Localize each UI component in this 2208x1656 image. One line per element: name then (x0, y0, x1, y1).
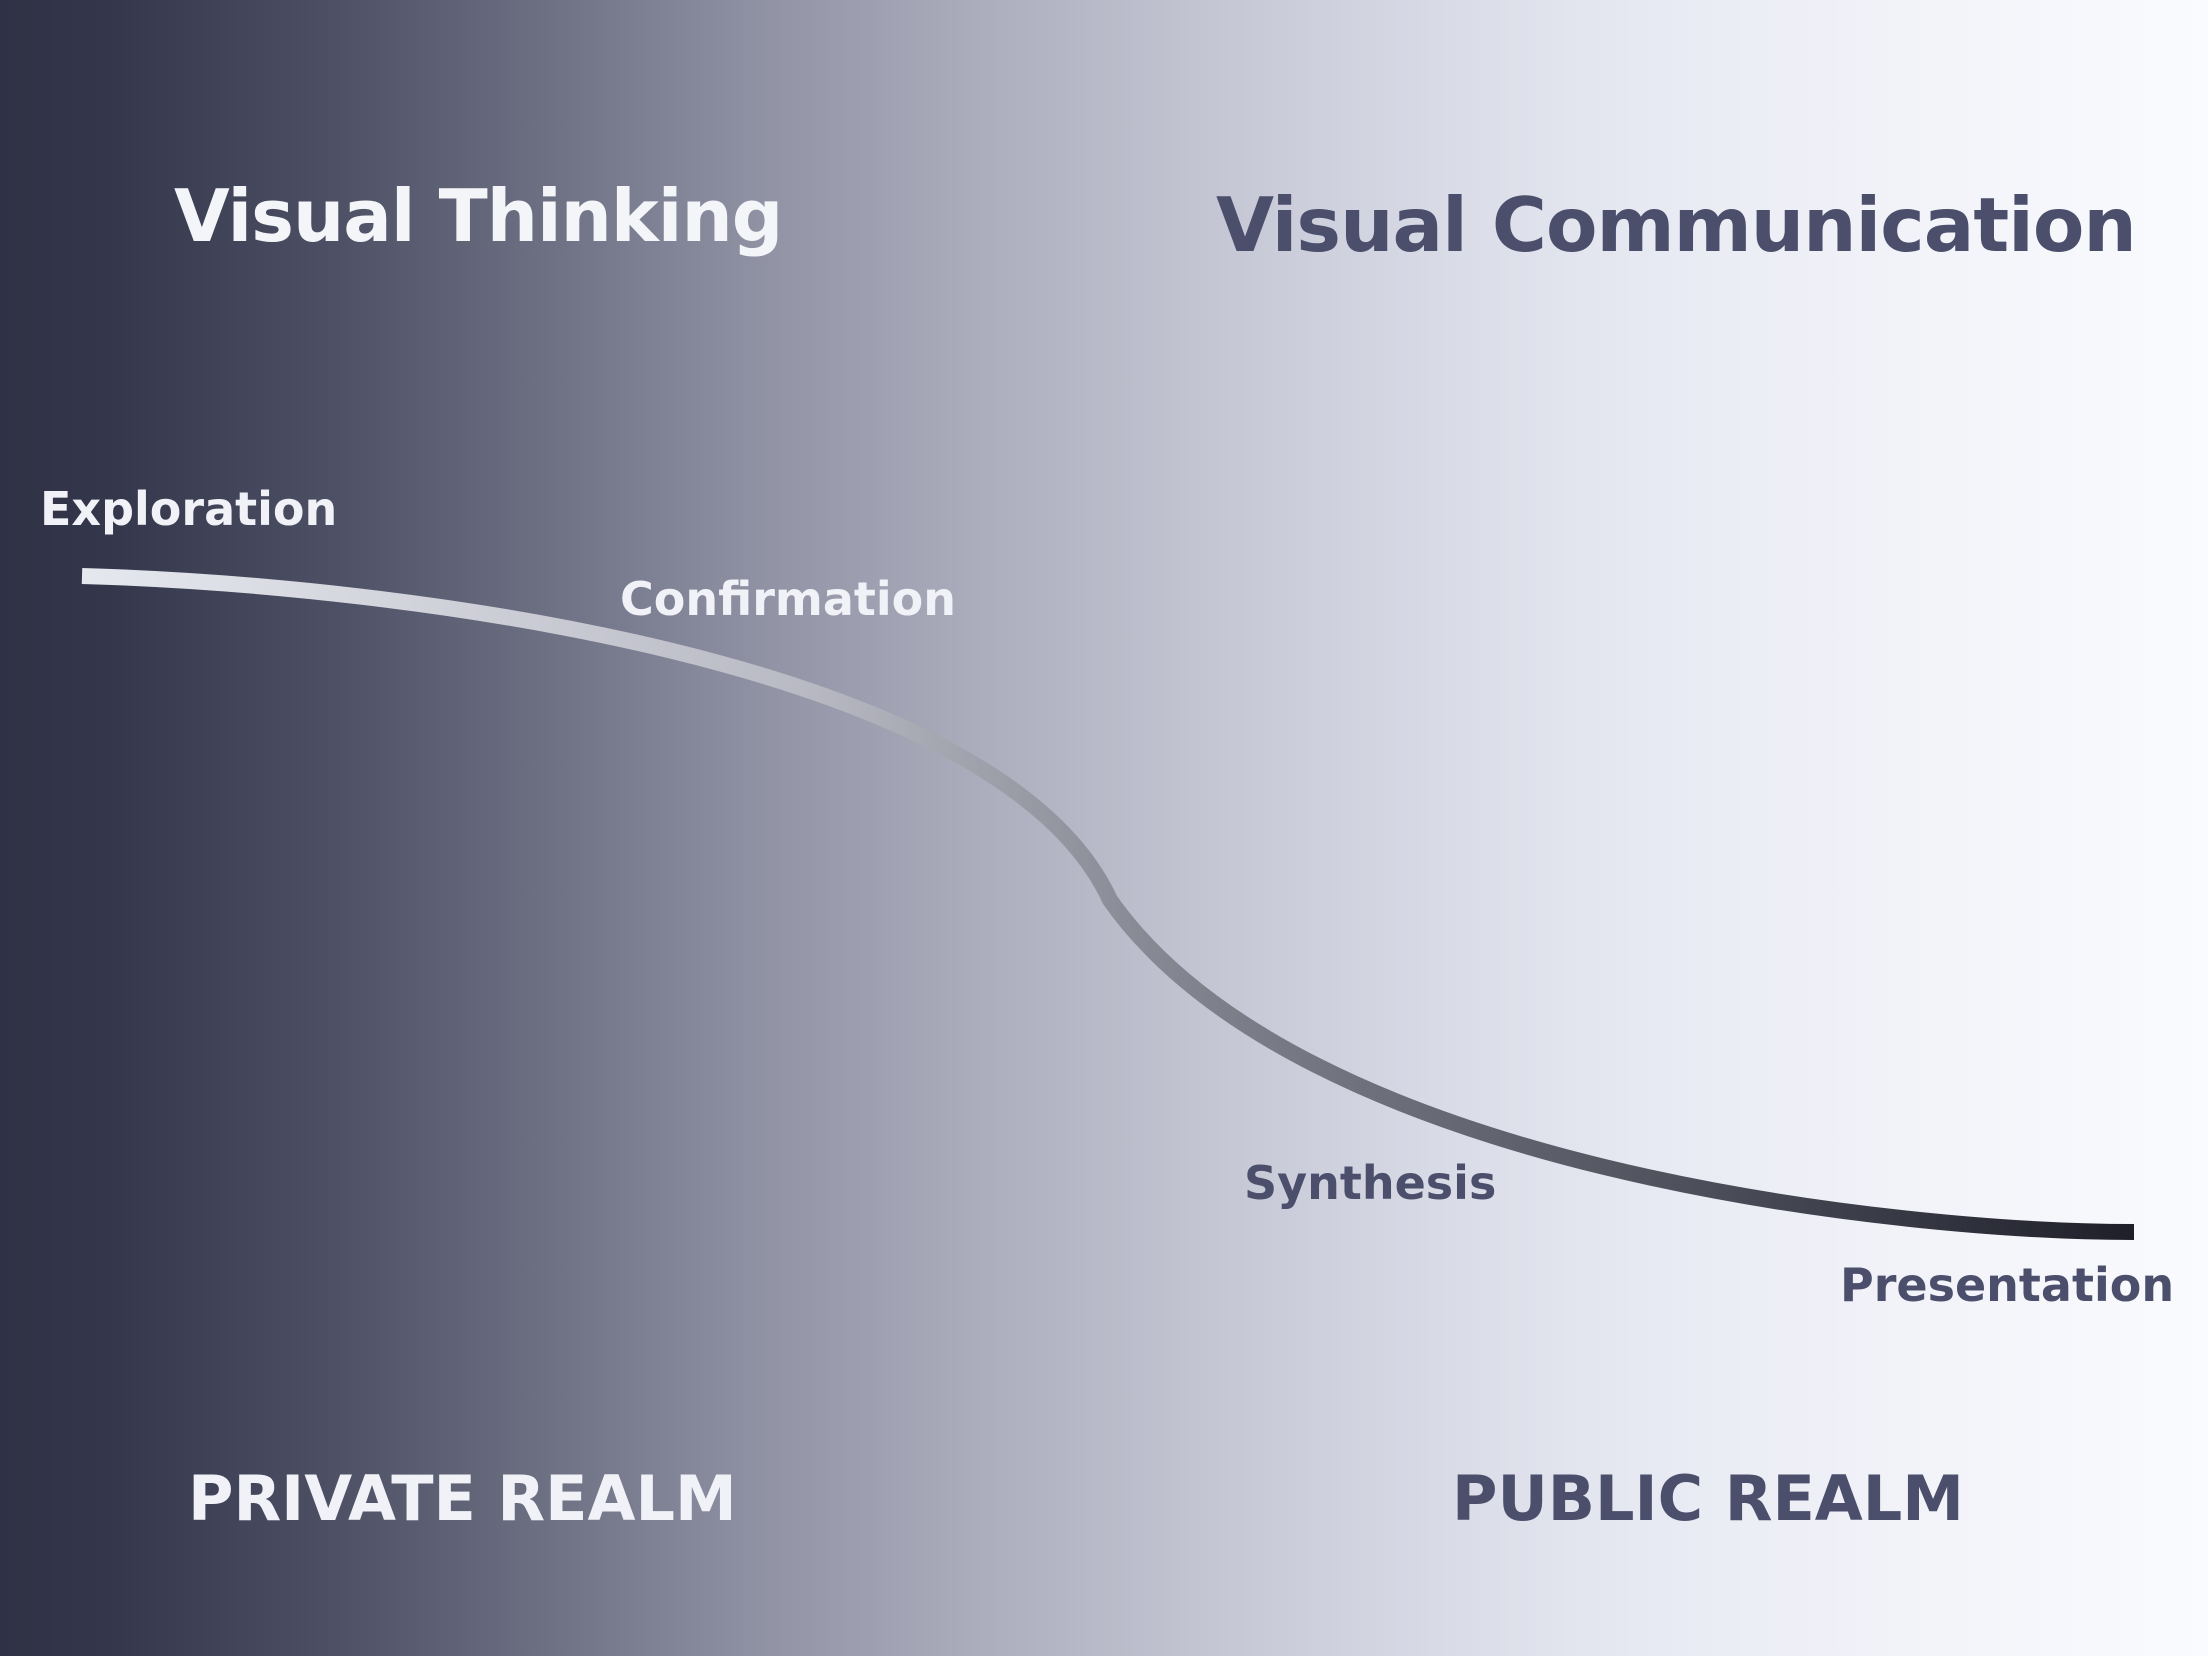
visual-communication-heading: Visual Communication (1216, 181, 2137, 269)
stage-label-synthesis: Synthesis (1244, 1156, 1497, 1210)
process-curve (81, 568, 2135, 1240)
visual-thinking-heading: Visual Thinking (174, 174, 783, 258)
stage-label-exploration: Exploration (40, 482, 338, 536)
public-realm-label: PUBLIC REALM (1452, 1462, 1964, 1535)
stage-label-confirmation: Confirmation (620, 572, 956, 626)
stage-label-presentation: Presentation (1840, 1258, 2175, 1312)
private-realm-label: PRIVATE REALM (188, 1462, 737, 1535)
